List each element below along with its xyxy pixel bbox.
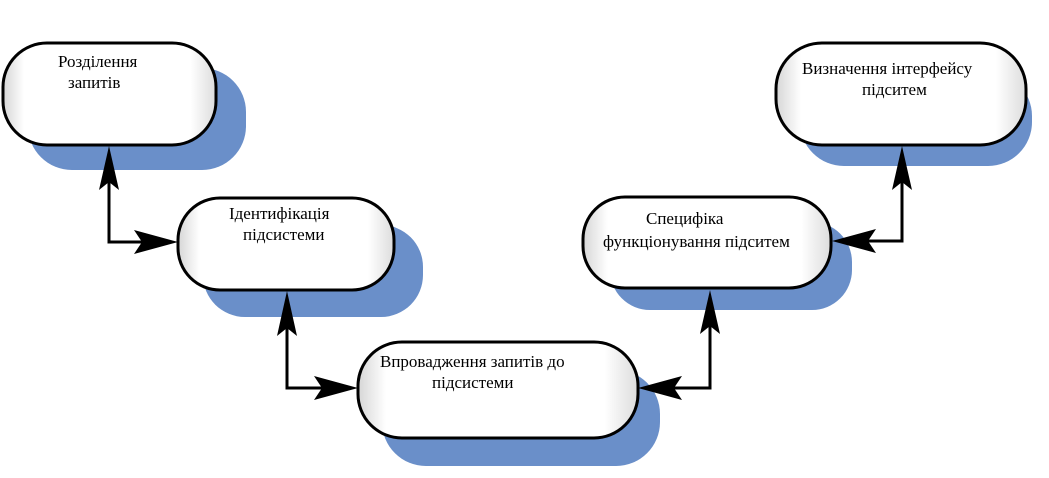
node-label-line-2: запитів: [68, 73, 120, 92]
svg-text:Визначення інтерфейсу пі: Визначення інтерфейсу підситем: [802, 59, 977, 99]
svg-text:Специфіка функціонування: Специфіка функціонування підситем: [603, 209, 790, 251]
node-label-line-1: Специфіка: [646, 209, 724, 228]
node-request-separation: Розділення запитів: [1, 41, 246, 170]
node-label-line-1: Впровадження запитів до: [380, 352, 565, 371]
node-box: [356, 340, 640, 440]
arrowhead-right: [134, 230, 178, 254]
node-request-implementation: Впровадження запитів до підсистеми: [356, 340, 660, 466]
svg-text:Впровадження запитів до: Впровадження запитів до підсистеми: [380, 352, 569, 392]
node-box: [581, 195, 833, 290]
connector-line: [858, 172, 904, 243]
node-label-line-2: функціонування підситем: [603, 232, 790, 251]
connector-line: [664, 316, 712, 390]
svg-text:Розділення запитів: Розділення запитів: [58, 52, 142, 92]
node-box: [774, 41, 1028, 147]
node-box: [176, 196, 396, 292]
connector-4-5: [832, 146, 912, 253]
connector-line: [107, 172, 152, 244]
arrowhead-up: [700, 290, 720, 334]
node-interface-definition: Визначення інтерфейсу підситем: [774, 41, 1032, 166]
connector-1-2: [99, 146, 178, 254]
node-label-line-1: Розділення: [58, 52, 138, 71]
arrowhead-left: [832, 229, 876, 253]
node-label-line-2: підситем: [862, 80, 927, 99]
node-label-line-1: Визначення інтерфейсу: [802, 59, 973, 78]
arrowhead-up: [277, 291, 297, 336]
node-subsystem-specifics: Специфіка функціонування підситем: [581, 195, 852, 310]
connector-3-4: [638, 290, 720, 400]
svg-text:Ідентифікація підсистеми: Ідентифікація підсистеми: [229, 204, 334, 244]
connector-line: [285, 318, 332, 390]
arrowhead-left: [638, 376, 682, 400]
node-subsystem-identification: Ідентифікація підсистеми: [176, 196, 423, 317]
node-box: [1, 41, 218, 147]
node-label-line-2: підсистеми: [243, 225, 325, 244]
connector-2-3: [277, 291, 358, 400]
node-label-line-2: підсистеми: [432, 373, 514, 392]
arrowhead-right: [314, 376, 358, 400]
node-label-line-1: Ідентифікація: [229, 204, 330, 223]
arrowhead-up: [892, 146, 912, 190]
arrowhead-up: [99, 146, 119, 190]
